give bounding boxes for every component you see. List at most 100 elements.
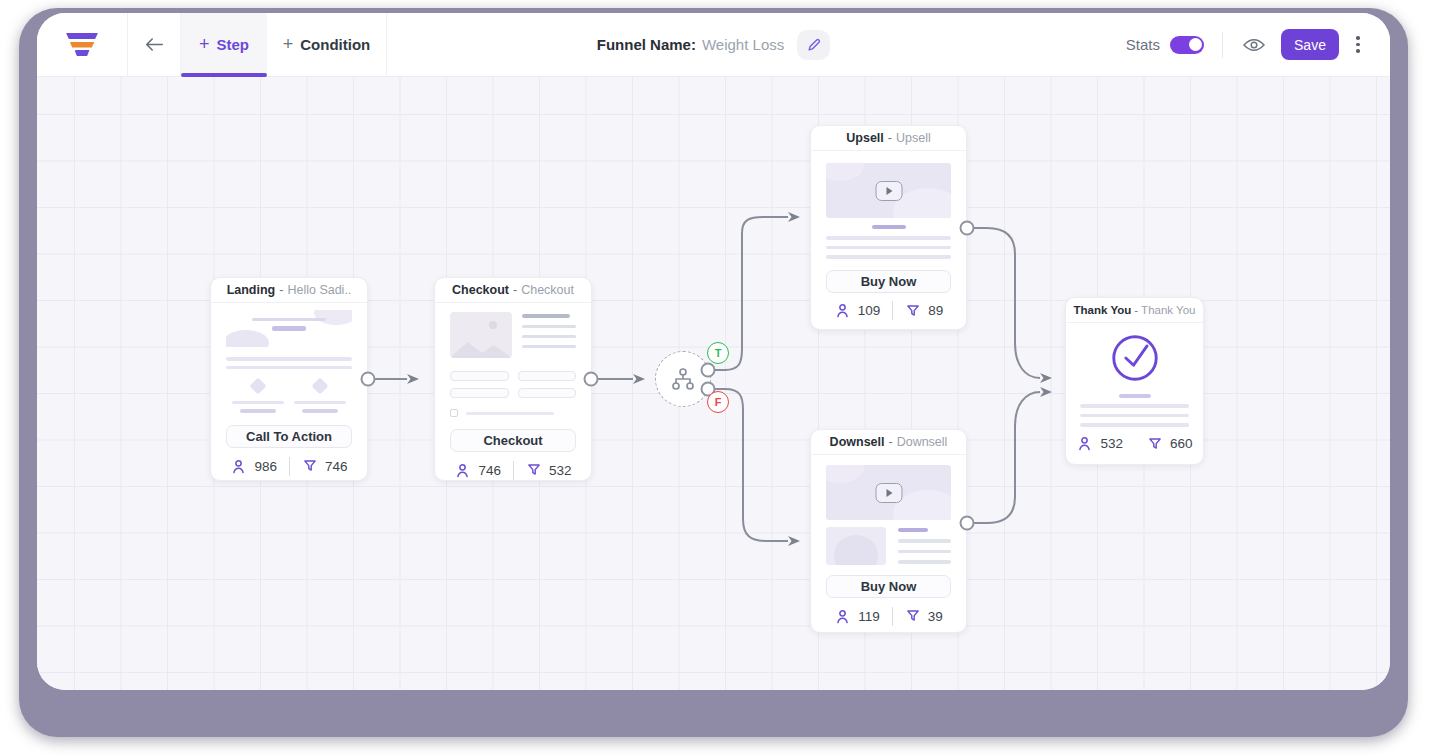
save-button[interactable]: Save — [1281, 29, 1339, 60]
node-subtitle: Hello Sadi.. — [287, 283, 351, 297]
funnel-builder-app: + Step + Condition Funnel Name:Weight Lo… — [37, 13, 1390, 690]
logo-cell — [37, 13, 128, 76]
visitors-count: 119 — [858, 609, 880, 624]
conversions-count: 660 — [1170, 436, 1193, 451]
image-placeholder — [450, 312, 512, 358]
play-icon — [875, 483, 902, 503]
more-options-button[interactable] — [1345, 30, 1371, 60]
node-thankyou[interactable]: Thank You - Thank You 532 660 — [1065, 297, 1204, 465]
diamond-icon — [312, 378, 329, 395]
eye-icon — [1242, 36, 1266, 54]
placeholder-line — [826, 246, 951, 250]
conversions-stat: 39 — [905, 608, 943, 624]
visitors-count: 746 — [478, 463, 501, 478]
play-icon — [875, 181, 902, 201]
funnel-icon — [905, 608, 921, 624]
tab-add-step[interactable]: + Step — [180, 13, 267, 76]
visitors-stat: 119 — [834, 608, 880, 625]
node-stats: 986 746 — [226, 453, 352, 479]
preview-row — [826, 527, 951, 565]
preview-button[interactable] — [1239, 30, 1269, 60]
person-icon — [834, 608, 851, 625]
stats-toggle[interactable] — [1170, 36, 1204, 54]
edit-funnel-name-button[interactable] — [797, 30, 830, 60]
visitors-stat: 532 — [1076, 435, 1123, 452]
node-upsell-preview: Buy Now 109 89 — [811, 163, 966, 324]
funnel-icon — [905, 303, 921, 319]
conversions-count: 89 — [928, 303, 943, 318]
divider — [892, 607, 893, 626]
conversions-stat: 746 — [302, 458, 348, 474]
title-separator: - — [279, 283, 283, 297]
funnel-icon — [526, 462, 542, 478]
node-upsell[interactable]: Upsell - Upsell Buy Now 109 89 — [810, 125, 967, 330]
node-downsell-preview: Buy Now 119 39 — [811, 465, 966, 629]
connector-condition-downsell — [715, 389, 788, 541]
back-button[interactable] — [128, 13, 180, 76]
conversions-stat: 89 — [905, 303, 943, 319]
visitors-count: 532 — [1100, 436, 1123, 451]
node-title: Checkout — [452, 283, 509, 297]
buy-now-button-preview: Buy Now — [826, 270, 951, 293]
conversions-count: 746 — [325, 459, 348, 474]
node-thankyou-title: Thank You - Thank You — [1066, 298, 1203, 323]
placeholder-line — [1119, 394, 1151, 398]
buy-now-button-preview: Buy Now — [826, 575, 951, 598]
node-landing[interactable]: Landing - Hello Sadi.. Call To Action 98… — [210, 277, 368, 481]
plus-icon: + — [283, 34, 294, 55]
connector-downsell-thankyou — [974, 392, 1040, 523]
node-title: Landing — [227, 283, 276, 297]
node-stats: 109 89 — [826, 298, 951, 324]
title-separator: - — [888, 131, 892, 145]
placeholder-line — [826, 255, 951, 259]
node-stats: 119 39 — [826, 603, 951, 629]
node-downsell-title: Downsell - Downsell — [811, 430, 966, 455]
node-title: Downsell — [830, 435, 885, 449]
node-subtitle: Thank You — [1141, 304, 1195, 316]
video-placeholder — [826, 465, 951, 520]
conversions-stat: 660 — [1147, 436, 1193, 452]
funnel-canvas[interactable]: Landing - Hello Sadi.. Call To Action 98… — [37, 77, 1390, 690]
preview-row — [450, 312, 576, 358]
person-icon — [834, 302, 851, 319]
checkbox-row — [450, 409, 576, 417]
condition-node[interactable] — [655, 351, 711, 407]
image-placeholder — [826, 527, 886, 565]
checkout-button-preview: Checkout — [450, 429, 576, 452]
plus-icon: + — [199, 34, 210, 55]
placeholder-line — [872, 225, 906, 229]
toggle-knob — [1189, 38, 1202, 51]
funnel-icon — [302, 458, 318, 474]
text-lines — [522, 312, 576, 358]
preview-features — [226, 380, 352, 413]
node-landing-title: Landing - Hello Sadi.. — [211, 278, 367, 303]
funnel-icon — [1147, 436, 1163, 452]
node-downsell[interactable]: Downsell - Downsell Buy Now 119 39 — [810, 429, 967, 633]
node-checkout[interactable]: Checkout - Checkout Checkout 746 5 — [434, 277, 592, 481]
visitors-count: 986 — [254, 459, 277, 474]
node-title: Upsell — [846, 131, 884, 145]
placeholder-line — [1080, 414, 1189, 418]
cta-button-preview: Call To Action — [226, 425, 352, 448]
visitors-stat: 109 — [834, 302, 881, 319]
toolbar-right: Stats Save — [1126, 13, 1371, 76]
tab-condition-label: Condition — [300, 36, 370, 53]
condition-true-badge: T — [707, 342, 729, 364]
title-separator: - — [888, 435, 892, 449]
funnel-name: Funnel Name:Weight Loss — [597, 36, 784, 53]
funnel-name-value: Weight Loss — [702, 36, 784, 53]
diamond-icon — [250, 378, 267, 395]
check-circle-icon — [1080, 330, 1189, 384]
tab-add-condition[interactable]: + Condition — [267, 13, 387, 76]
node-subtitle: Checkout — [521, 283, 574, 297]
node-stats: 746 532 — [450, 457, 576, 483]
stats-label: Stats — [1126, 36, 1160, 53]
node-thankyou-preview: 532 660 — [1066, 330, 1203, 457]
divider — [289, 457, 290, 476]
node-upsell-title: Upsell - Upsell — [811, 126, 966, 151]
checkbox-icon — [450, 409, 458, 417]
pencil-icon — [806, 37, 822, 53]
node-title: Thank You — [1074, 304, 1132, 316]
node-subtitle: Downsell — [897, 435, 948, 449]
tab-step-label: Step — [217, 36, 250, 53]
